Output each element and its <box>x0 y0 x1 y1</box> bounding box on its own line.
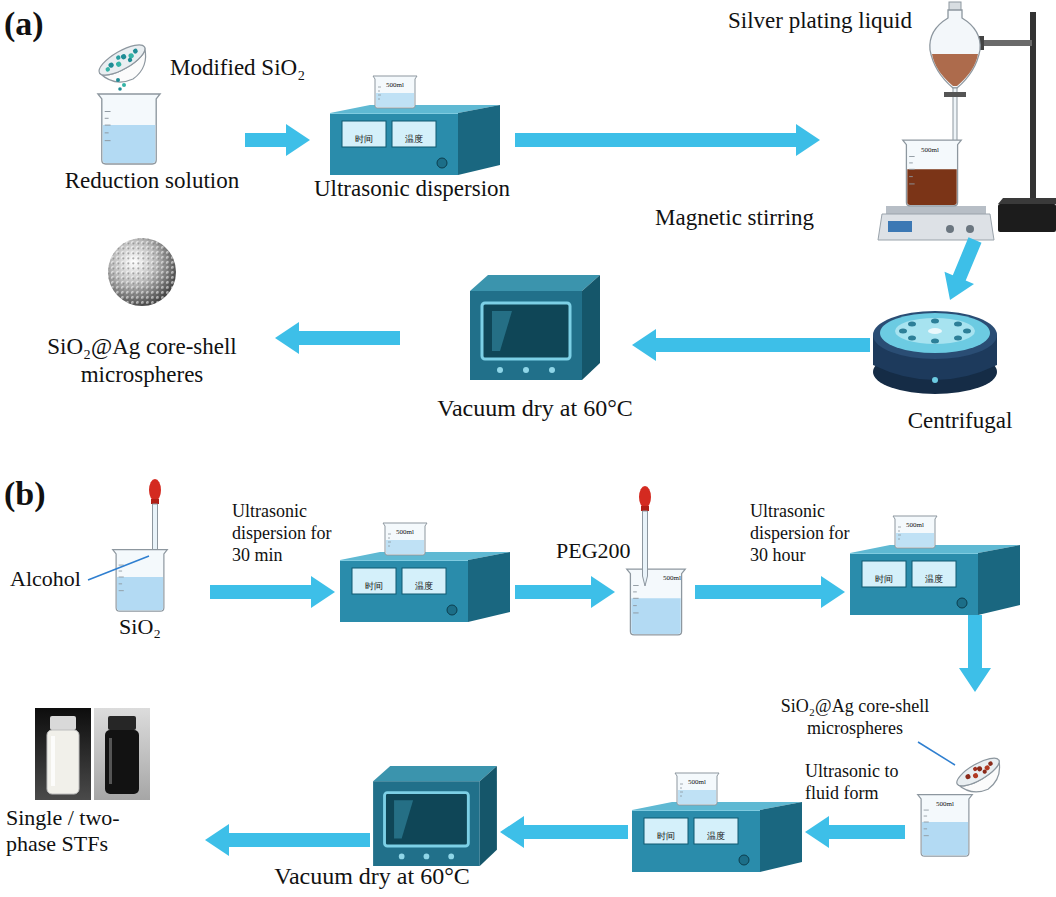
display-label: 时间 <box>875 574 893 584</box>
process-step: SiO₂@Ag core-shell microspheres <box>15 235 275 390</box>
step-caption: SiO₂@Ag core-shell microspheres <box>17 333 267 389</box>
step-caption: Centrifugal <box>908 408 1013 434</box>
step-caption: Single / two- phase STFs <box>6 805 131 857</box>
panel-label: (a) <box>4 4 44 43</box>
display-label: 时间 <box>355 134 373 144</box>
beaker <box>383 523 427 555</box>
process-arrow <box>275 322 400 354</box>
process-step: Single / two- phase STFs <box>5 706 205 863</box>
process-arrow <box>515 124 820 156</box>
volume-mark: 500ml <box>936 800 954 808</box>
callout-label: Silver plating liquid <box>728 8 912 34</box>
beaker <box>893 516 937 548</box>
step-caption: Vacuum dry at 60°C <box>437 395 633 423</box>
ultrasonic-cleaner <box>330 105 500 175</box>
process-step: 500ml 时间 温度 Ultrasonic dispersion <box>310 72 515 202</box>
callout-label: SiO₂ <box>119 614 161 639</box>
arrow-label: Ultrasonic to fluid form <box>805 760 917 804</box>
process-step: 500ml 时间 温度 <box>335 520 515 622</box>
process-arrow <box>959 615 991 692</box>
volume-mark: 500ml <box>386 81 404 89</box>
process-arrow <box>210 576 335 608</box>
callout-label: SiO₂@Ag core-shell microspheres <box>770 695 940 739</box>
leader-line <box>918 742 955 765</box>
vacuum-oven <box>470 275 600 380</box>
process-step: SiO₂@Ag core-shell microspheres500ml <box>905 692 1005 857</box>
process-step: 500ml 时间 温度 <box>845 515 1025 615</box>
display-label: 时间 <box>657 831 675 841</box>
beaker <box>903 140 962 206</box>
pipette <box>639 486 651 586</box>
display-label: 温度 <box>415 581 433 591</box>
process-arrow <box>805 816 905 848</box>
process-step: PEG200500ml <box>615 485 695 643</box>
ultrasonic-cleaner <box>340 552 510 622</box>
process-arrow <box>515 576 615 608</box>
display-label: 时间 <box>365 581 383 591</box>
process-arrow <box>245 124 310 156</box>
process-step: Vacuum dry at 60°C <box>400 272 632 427</box>
volume-mark: 500ml <box>906 521 924 529</box>
beaker <box>675 773 719 805</box>
process-arrow <box>945 237 982 300</box>
process-step: 500ml 时间 温度 <box>628 772 805 874</box>
arrow-label: Ultrasonic dispersion for 30 hour <box>750 500 850 566</box>
beaker <box>918 795 973 856</box>
vacuum-oven <box>373 766 497 866</box>
process-arrow <box>695 576 845 608</box>
step-caption: Vacuum dry at 60°C <box>274 863 470 891</box>
process-step: Modified SiO₂Reduction solution <box>60 35 245 200</box>
arrow-label: Ultrasonic dispersion for 30 min <box>232 500 332 566</box>
beaker <box>627 569 686 635</box>
ultrasonic-cleaner <box>850 545 1020 615</box>
step-caption: Ultrasonic dispersion <box>314 176 510 202</box>
callout-label: PEG200 <box>556 538 631 563</box>
callout-label: Alcohol <box>10 566 81 591</box>
volume-mark: 500ml <box>688 778 706 786</box>
process-arrow <box>632 329 870 361</box>
mortar <box>953 753 1009 801</box>
step-caption: Reduction solution <box>65 168 239 194</box>
process-step: Vacuum dry at 60°C <box>370 766 500 866</box>
ultrasonic-cleaner <box>632 802 802 872</box>
centrifuge <box>873 311 997 394</box>
panel-label: (b) <box>4 474 46 513</box>
display-label: 温度 <box>925 574 943 584</box>
stirring-setup <box>878 2 1056 240</box>
beaker <box>373 76 417 108</box>
display-label: 温度 <box>405 134 423 144</box>
process-arrow <box>500 816 628 848</box>
sample-dish <box>95 39 156 92</box>
sample-photo <box>94 708 150 800</box>
process-step: Centrifugal <box>870 300 1030 440</box>
beaker <box>98 94 160 164</box>
step-caption: Magnetic stirring <box>655 205 814 231</box>
callout-label: Modified SiO₂ <box>170 55 305 81</box>
volume-mark: 500ml <box>663 574 681 582</box>
volume-mark: 500ml <box>396 528 414 536</box>
leader-line <box>88 556 149 580</box>
core-shell-sphere <box>108 238 176 306</box>
process-arrow <box>205 824 370 856</box>
process-step: Silver plating liquid500mlMagnetic stirr… <box>820 0 1056 240</box>
volume-mark: 500ml <box>921 146 939 154</box>
display-label: 温度 <box>707 831 725 841</box>
sample-photo <box>35 708 91 800</box>
